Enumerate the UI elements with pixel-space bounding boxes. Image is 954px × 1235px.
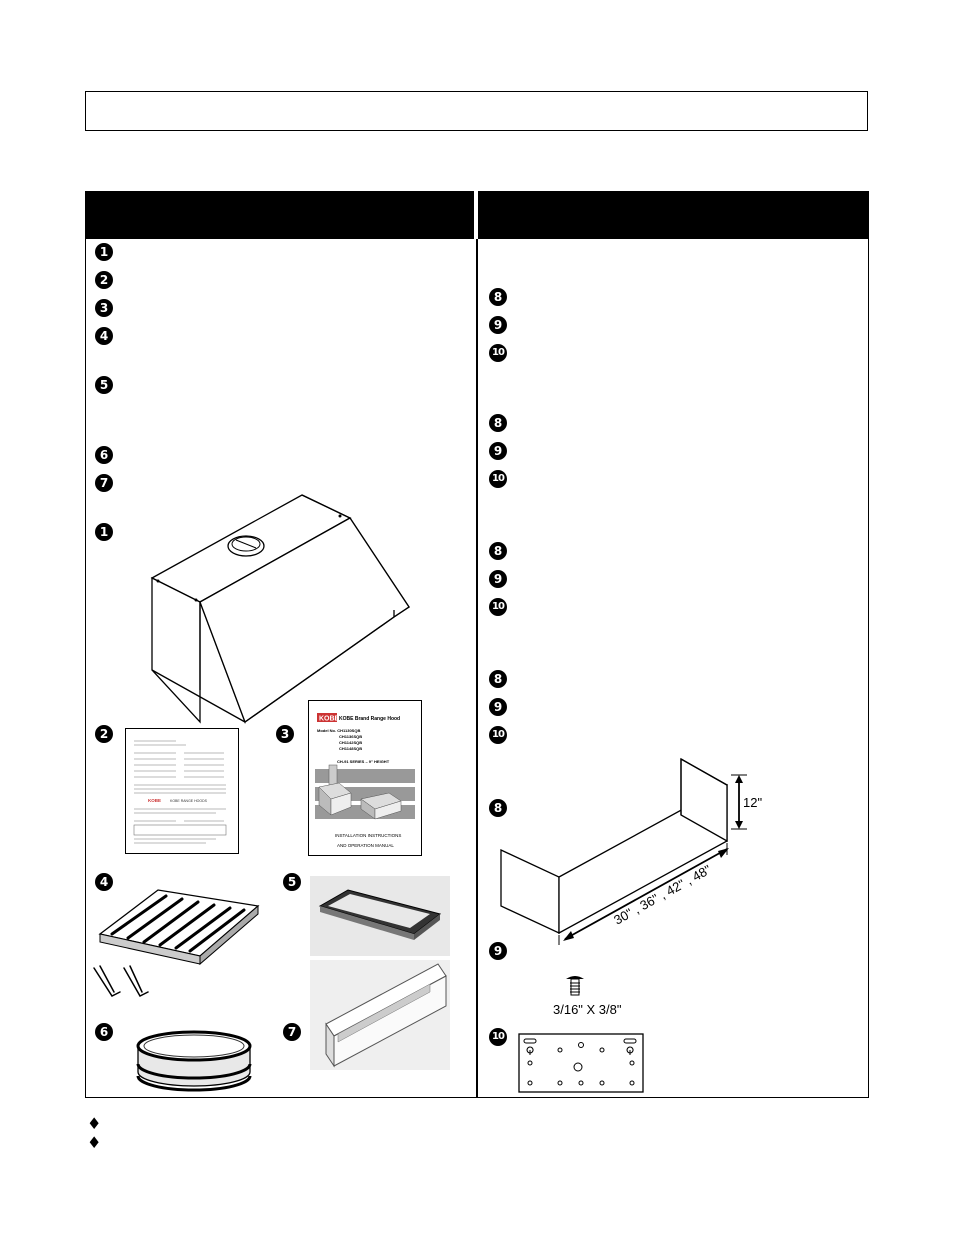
item-bullet: 6 — [95, 446, 113, 464]
height-dimension: 12" — [743, 795, 762, 810]
manual-model: CH1142SQB — [339, 740, 362, 745]
manual-footer: AND OPERATION MANUAL — [337, 843, 394, 848]
title-box — [85, 91, 868, 131]
manual-series: CH-91 SERIES – 9" HEIGHT — [337, 759, 390, 764]
item-bullet: 10 — [489, 344, 507, 362]
item-bullet: 10 — [489, 598, 507, 616]
manual-model: CH1136SQB — [339, 734, 362, 739]
item-bullet: 3 — [95, 299, 113, 317]
note-bullet: ♦ — [87, 1133, 102, 1152]
item-bullet: 10 — [489, 470, 507, 488]
range-hood-illustration — [150, 494, 410, 725]
item-bullet: 8 — [489, 670, 507, 688]
item-bullet: 5 — [95, 376, 113, 394]
item-bullet: 9 — [489, 442, 507, 460]
manual-model: CH1148SQB — [339, 746, 362, 751]
manual-cover-art: KOBE KOBE Brand Range Hood Model No. CH1… — [315, 713, 415, 848]
figure-label: 9 — [489, 942, 507, 960]
manual-title: KOBE Brand Range Hood — [339, 716, 400, 722]
item-bullet: 8 — [489, 288, 507, 306]
item-bullet: 8 — [489, 542, 507, 560]
filter-frame-illustration — [310, 876, 450, 956]
warranty-card-image: KOBE KOBE RANGE HOODS — [125, 728, 239, 854]
back-splash-illustration: 12" 30" , 36" , 42" , 48" — [500, 757, 762, 945]
item-bullet: 7 — [95, 474, 113, 492]
note-bullet: ♦ — [87, 1114, 102, 1133]
screw-icon — [566, 976, 584, 996]
figure-label: 6 — [95, 1023, 113, 1041]
item-bullet: 9 — [489, 698, 507, 716]
item-bullet: 9 — [489, 316, 507, 334]
figure-label: 2 — [95, 725, 113, 743]
figure-label: 4 — [95, 873, 113, 891]
figure-label: 7 — [283, 1023, 301, 1041]
figure-label: 10 — [489, 1028, 507, 1046]
figure-label: 8 — [489, 799, 507, 817]
manual-model: Model No. CH1130SQB — [317, 728, 360, 733]
item-bullet: 1 — [95, 523, 113, 541]
manual-footer: INSTALLATION INSTRUCTIONS — [335, 833, 401, 838]
warranty-brand: KOBE — [148, 798, 161, 803]
baffle-filter-illustration — [93, 889, 260, 997]
item-bullet: 1 — [95, 243, 113, 261]
item-bullet: 9 — [489, 570, 507, 588]
item-bullet: 2 — [95, 271, 113, 289]
mounting-channel-illustration — [310, 960, 450, 1070]
warranty-label: KOBE RANGE HOODS — [170, 799, 208, 803]
column-divider — [476, 239, 478, 1098]
item-bullet: 4 — [95, 327, 113, 345]
screw-size-label: 3/16" X 3/8" — [553, 1002, 622, 1017]
figure-label: 5 — [283, 873, 301, 891]
mounting-bracket-illustration — [518, 1033, 644, 1093]
duct-collar-illustration — [136, 1030, 252, 1092]
installation-manual-image: KOBE KOBE Brand Range Hood Model No. CH1… — [308, 700, 422, 856]
table-header-divider — [474, 191, 478, 239]
item-bullet: 8 — [489, 414, 507, 432]
figure-label: 3 — [276, 725, 294, 743]
item-bullet: 10 — [489, 726, 507, 744]
manual-brand: KOBE — [319, 716, 340, 723]
warranty-card-lines: KOBE KOBE RANGE HOODS — [133, 740, 227, 844]
